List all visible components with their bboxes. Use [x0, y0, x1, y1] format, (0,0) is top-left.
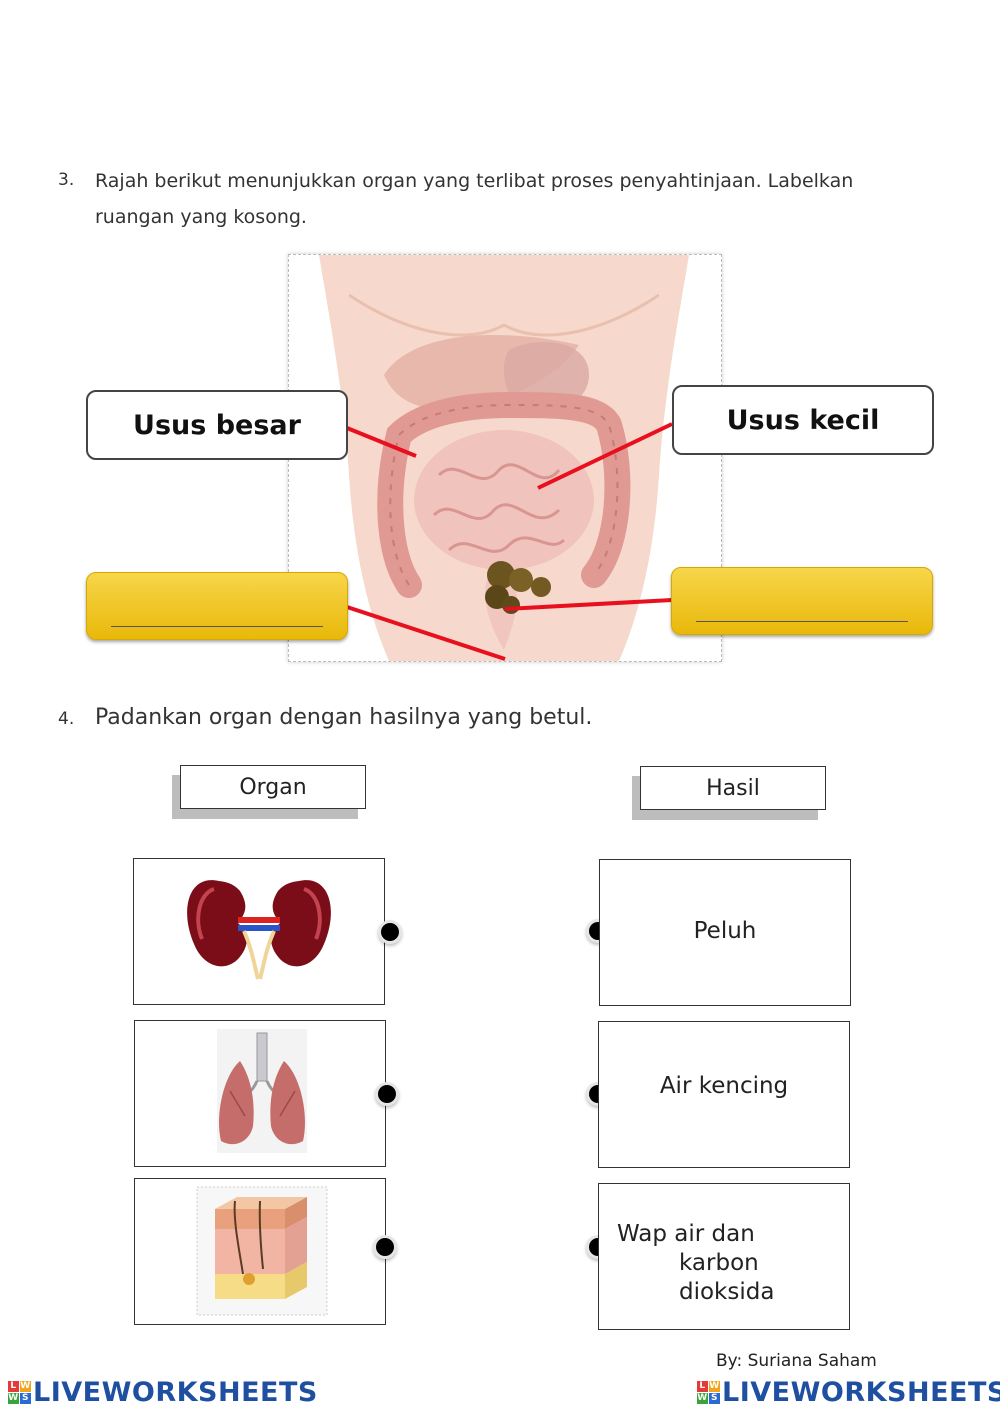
- match-dot-organ-2[interactable]: [378, 1085, 396, 1103]
- skin-icon: [196, 1186, 328, 1316]
- result-text-3: Wap air dan karbon dioksida: [617, 1220, 774, 1307]
- result-card-1: Peluh: [599, 859, 851, 1006]
- brand-text-left: LIVEWORKSHEETS: [33, 1377, 318, 1408]
- result-card-3: Wap air dan karbon dioksida: [598, 1183, 850, 1330]
- answer-input-left[interactable]: [86, 572, 348, 640]
- organ-card-kidney: [133, 858, 385, 1005]
- connector-usus-besar: [346, 426, 417, 458]
- brand-text-right: LIVEWORKSHEETS: [722, 1377, 1000, 1408]
- organ-header: Organ: [180, 765, 366, 809]
- organ-card-skin: [134, 1178, 386, 1325]
- answer-input-right[interactable]: [671, 567, 933, 635]
- result-card-2: Air kencing: [598, 1021, 850, 1168]
- question-4-text: Padankan organ dengan hasilnya yang betu…: [95, 705, 593, 730]
- match-dot-organ-1[interactable]: [381, 923, 399, 941]
- answer-line-left: [111, 626, 323, 627]
- kidney-icon: [187, 880, 331, 980]
- question-3-number: 3.: [58, 170, 75, 190]
- result-text-3-line2: karbon: [679, 1250, 759, 1276]
- question-4-number: 4.: [58, 709, 75, 729]
- author-credit: By: Suriana Saham: [716, 1351, 877, 1371]
- result-text-3-line1: Wap air dan: [617, 1221, 755, 1247]
- question-3-text: Rajah berikut menunjukkan organ yang ter…: [95, 163, 915, 235]
- digestive-illustration: [309, 255, 701, 661]
- result-text-3-line3: dioksida: [679, 1279, 775, 1305]
- result-text-1: Peluh: [693, 918, 757, 944]
- result-header: Hasil: [640, 766, 826, 810]
- label-usus-besar: Usus besar: [86, 390, 348, 460]
- match-dot-organ-3[interactable]: [376, 1238, 394, 1256]
- answer-line-right: [696, 621, 908, 622]
- organ-card-lungs: [134, 1020, 386, 1167]
- label-usus-kecil: Usus kecil: [672, 385, 934, 455]
- connector-usus-kecil: [537, 422, 673, 490]
- question-3-line2: ruangan yang kosong.: [95, 206, 307, 228]
- label-connectors: [346, 422, 673, 661]
- result-text-2: Air kencing: [659, 1073, 789, 1099]
- digestive-system-diagram: [288, 254, 722, 662]
- lungs-icon: [217, 1029, 307, 1153]
- question-3-line1: Rajah berikut menunjukkan organ yang ter…: [95, 170, 854, 192]
- connector-blank-right: [504, 598, 673, 611]
- connector-blank-left: [346, 605, 506, 661]
